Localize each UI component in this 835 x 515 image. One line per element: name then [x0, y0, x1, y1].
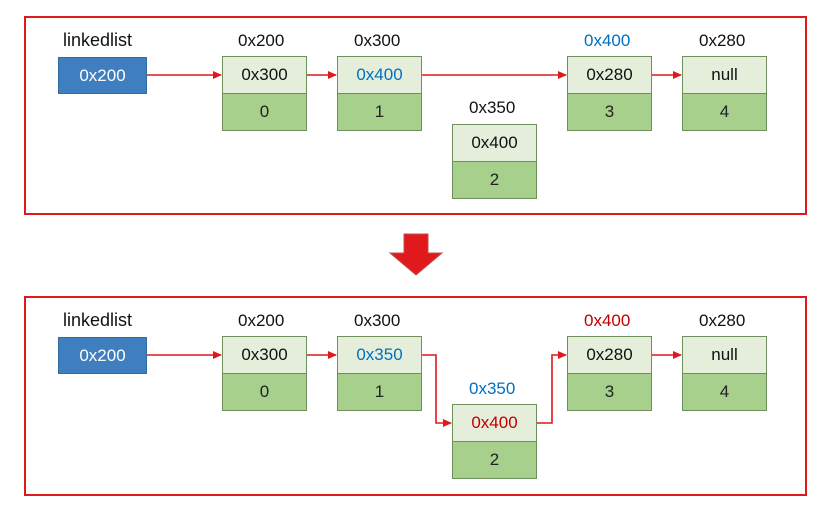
before-node-0-next: 0x300	[222, 56, 307, 94]
before-node-2-address: 0x350	[469, 98, 516, 117]
after-node-2-value: 2	[452, 441, 537, 479]
before-node-4-value: 4	[682, 93, 767, 131]
after-node-4-address: 0x280	[699, 311, 746, 330]
before-node-1-address: 0x300	[354, 31, 401, 50]
after-node-3-address: 0x400	[584, 311, 631, 330]
after-head-pointer: 0x200	[58, 337, 147, 374]
before-node-3-value: 3	[567, 93, 652, 131]
before-node-1: 0x400 1	[337, 56, 422, 131]
before-node-4-address: 0x280	[699, 31, 746, 50]
before-node-3-address: 0x400	[584, 31, 631, 50]
after-node-1: 0x350 1	[337, 336, 422, 411]
after-node-2: 0x400 2	[452, 404, 537, 479]
before-list-label: linkedlist	[63, 30, 133, 50]
after-node-4-value: 4	[682, 373, 767, 411]
after-node-0-next: 0x300	[222, 336, 307, 374]
before-node-1-value: 1	[337, 93, 422, 131]
after-node-2-next: 0x400	[452, 404, 537, 442]
before-node-2: 0x400 2	[452, 124, 537, 199]
before-node-2-next: 0x400	[452, 124, 537, 162]
before-node-4: null 4	[682, 56, 767, 131]
after-node-0: 0x300 0	[222, 336, 307, 411]
before-node-4-next: null	[682, 56, 767, 94]
before-node-0-value: 0	[222, 93, 307, 131]
before-node-3-next: 0x280	[567, 56, 652, 94]
after-node-1-address: 0x300	[354, 311, 401, 330]
before-node-1-next: 0x400	[337, 56, 422, 94]
before-node-0-address: 0x200	[238, 31, 285, 50]
after-node-1-value: 1	[337, 373, 422, 411]
after-node-4-next: null	[682, 336, 767, 374]
after-panel	[24, 296, 807, 496]
after-node-0-value: 0	[222, 373, 307, 411]
after-node-2-address: 0x350	[469, 379, 516, 398]
after-node-0-address: 0x200	[238, 311, 285, 330]
after-node-4: null 4	[682, 336, 767, 411]
after-node-3: 0x280 3	[567, 336, 652, 411]
before-head-pointer: 0x200	[58, 57, 147, 94]
after-node-3-next: 0x280	[567, 336, 652, 374]
before-node-2-value: 2	[452, 161, 537, 199]
after-list-label: linkedlist	[63, 310, 133, 330]
after-node-1-next: 0x350	[337, 336, 422, 374]
after-node-3-value: 3	[567, 373, 652, 411]
before-node-0: 0x300 0	[222, 56, 307, 131]
before-panel	[24, 16, 807, 215]
before-node-3: 0x280 3	[567, 56, 652, 131]
